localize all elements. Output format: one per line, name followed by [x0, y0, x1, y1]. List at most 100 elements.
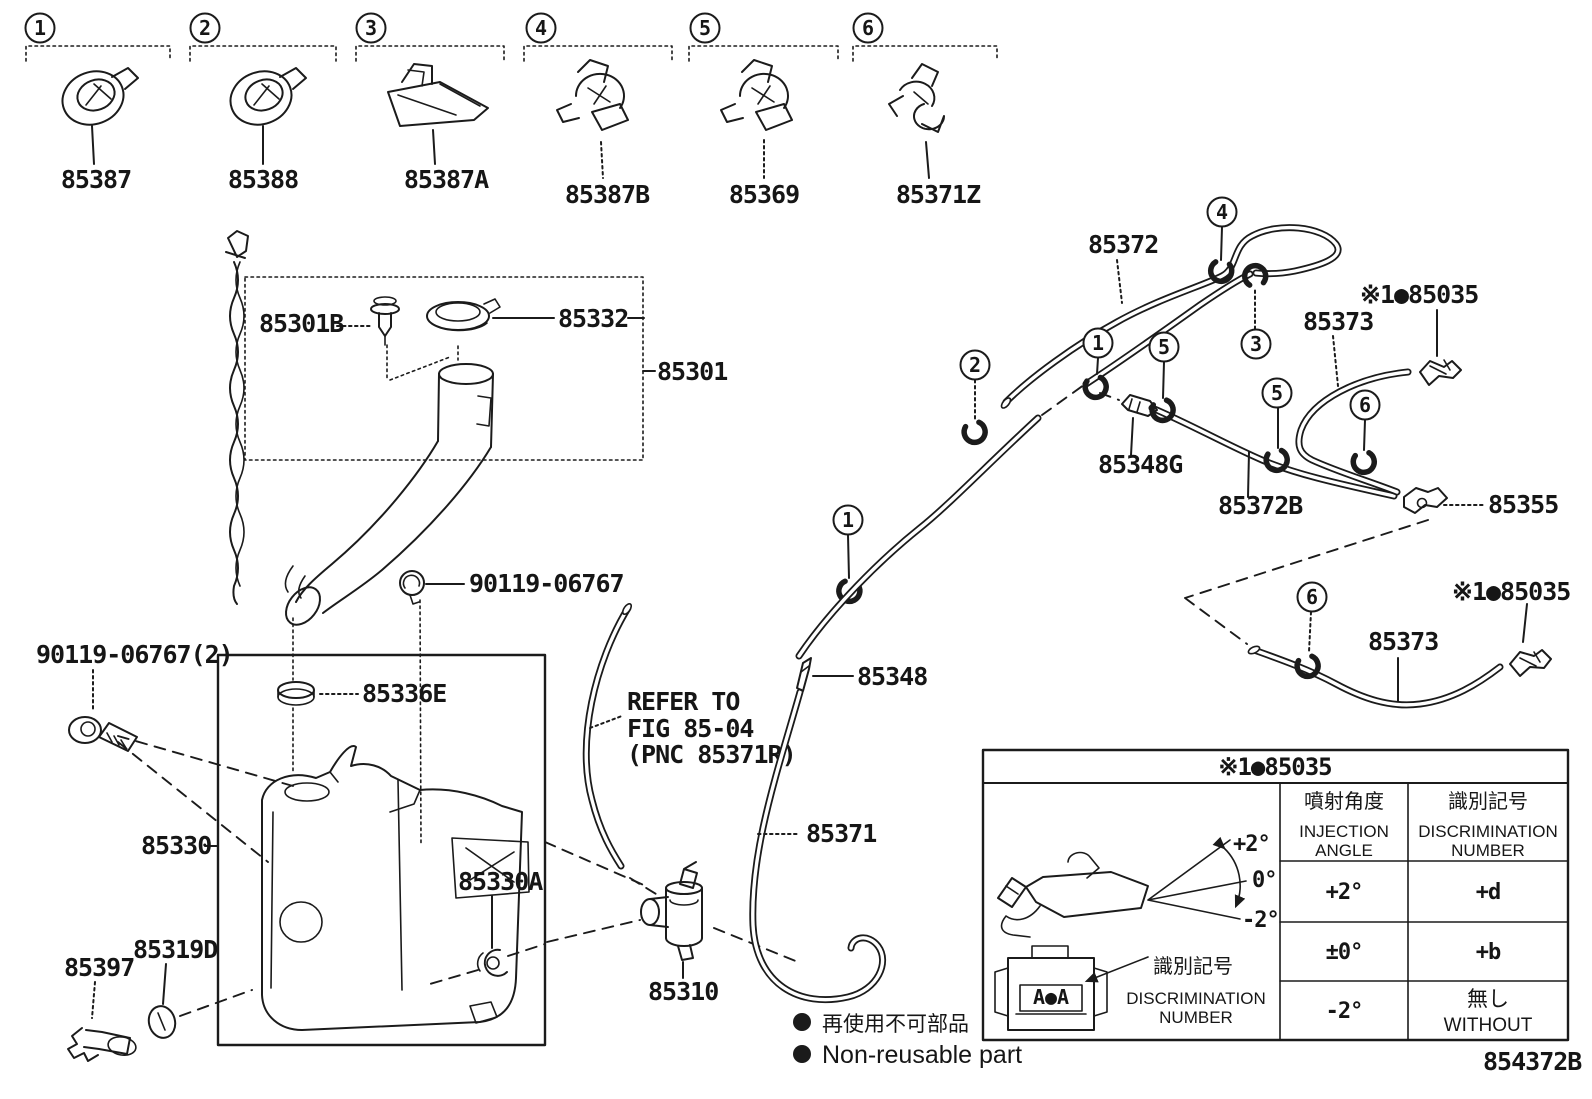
hose-end	[1247, 645, 1261, 655]
part-label: 85371Z	[896, 180, 981, 209]
callout-number: 6	[1306, 585, 1318, 609]
right-hoses: 85372 85372B 85373 ※1●85035 85355	[795, 196, 1571, 709]
assembly-box-85301	[244, 276, 644, 461]
callout-number: 5	[699, 16, 711, 40]
label-85371: 85371	[806, 819, 876, 848]
callout-circle-2	[189, 12, 221, 44]
hose-85373-lower-path	[1250, 646, 1504, 709]
install-line-90119	[419, 599, 422, 846]
col-injection-angle-jp: 噴射角度	[1304, 789, 1384, 813]
callout-number: 3	[1250, 332, 1262, 356]
callout-number: 4	[1216, 200, 1228, 224]
label-85330A: 85330A	[458, 867, 543, 896]
callout-circle-1	[24, 12, 56, 44]
bracket	[688, 45, 839, 62]
angle-mark-minus2: -2°	[1242, 908, 1279, 933]
callout-number: 1	[1092, 331, 1104, 355]
table-border	[981, 748, 1570, 1042]
row1-angle: +2°	[1326, 880, 1363, 905]
clip-art-85387	[61, 67, 139, 126]
bolt-art	[68, 716, 138, 752]
top-parts-row: 1 85387 2 85388	[24, 12, 998, 209]
top-part-5: 5 85369	[688, 12, 839, 209]
install-dash-1	[117, 735, 301, 789]
leader-85319D	[162, 963, 167, 1005]
cap-tether-cord	[225, 230, 249, 605]
label-85373-lower: 85373	[1368, 627, 1438, 656]
table-title: ※1●85035	[1218, 753, 1331, 781]
hose-hidden-dash	[1041, 381, 1089, 416]
nozzle-85035-upper-art	[1419, 359, 1462, 386]
leader-85372	[1116, 259, 1123, 304]
bracket	[852, 45, 998, 62]
label-85372B: 85372B	[1218, 491, 1303, 520]
hose-clip	[1209, 261, 1233, 283]
field-callout-1a: 1	[1084, 327, 1114, 400]
leader-85348G	[1130, 417, 1134, 456]
top-part-4: 4 85387B	[523, 12, 673, 209]
label-85332: 85332	[558, 304, 628, 333]
callout-number: 6	[862, 16, 874, 40]
note-en1: DISCRIMINATION	[1126, 989, 1265, 1008]
col-discrimination-en2: NUMBER	[1451, 841, 1525, 860]
callout-circle-5	[689, 12, 721, 44]
legend-en: Non-reusable part	[822, 1041, 1022, 1069]
field-callout-6a: 6	[1351, 389, 1381, 475]
angle-mark-0: 0°	[1252, 868, 1277, 893]
left-hoses: REFER TO FIG 85-04 (PNC 85371R) 85371 85…	[582, 504, 928, 1004]
joint-85355-art	[1403, 487, 1448, 514]
nozzle-85035-lower-art	[1509, 649, 1552, 677]
connector-85348G-art	[1121, 394, 1158, 417]
nozzle-angle-illustration: +2° 0° -2°	[997, 832, 1280, 938]
part-label: 85387B	[565, 180, 650, 209]
label-85310: 85310	[648, 977, 718, 1006]
label-85301: 85301	[657, 357, 727, 386]
label-85348: 85348	[857, 662, 927, 691]
col-discrimination-jp: 識別記号	[1448, 789, 1528, 813]
bracket	[189, 45, 337, 62]
clip-85301B-art	[370, 296, 400, 346]
pump-85310: 85310	[544, 841, 799, 1006]
grommet-85319D-art	[147, 1005, 177, 1039]
legend-bullet-icon	[793, 1045, 811, 1063]
spec-table: ※1●85035 噴射角度 INJECTION ANGLE 識別記号 DISCR…	[981, 748, 1570, 1042]
callout-number: 2	[969, 353, 981, 377]
pump-art	[640, 861, 703, 961]
field-callout-3: 3	[1242, 264, 1272, 360]
install-dash-3	[179, 989, 253, 1017]
callout-circle-6	[852, 12, 884, 44]
note-en2: NUMBER	[1159, 1008, 1233, 1027]
hose-85372-path	[1002, 224, 1342, 406]
col-injection-angle-en2: ANGLE	[1315, 841, 1373, 860]
callout-number: 3	[365, 16, 377, 40]
clip-art-85369	[720, 59, 793, 131]
label-90119-06767-2: 90119-06767(2)	[36, 640, 233, 669]
leader	[925, 141, 930, 179]
leader-85373-upper	[1332, 335, 1339, 387]
filler-assembly: 85301B 85332 85301	[225, 230, 728, 846]
part-label: 85388	[228, 165, 298, 194]
washer-tank-art	[261, 745, 530, 1031]
leader	[600, 141, 604, 179]
row1-code: +d	[1476, 880, 1501, 905]
angle-mark-plus2: +2°	[1233, 832, 1270, 857]
label-85336E: 85336E	[362, 679, 446, 708]
grommet-85336E-art	[277, 681, 315, 706]
nozzle-mark: A●A	[1033, 985, 1069, 1009]
callout-number: 2	[199, 16, 211, 40]
legend-bullet-icon	[793, 1013, 811, 1031]
clip-art-85387A	[387, 63, 489, 127]
clip-art-85388	[229, 67, 307, 126]
row2-angle: ±0°	[1326, 940, 1363, 965]
part-label: 85387	[61, 165, 131, 194]
callout-circle-4	[525, 12, 557, 44]
label-85319D: 85319D	[133, 935, 217, 964]
leader-refer-note	[589, 715, 623, 729]
leader	[91, 125, 95, 165]
refer-note-line2: FIG 85-04	[627, 714, 753, 743]
label-85372: 85372	[1088, 230, 1158, 259]
callout-number: 5	[1158, 335, 1170, 359]
refer-note-line3: (PNC 85371R)	[627, 740, 796, 769]
